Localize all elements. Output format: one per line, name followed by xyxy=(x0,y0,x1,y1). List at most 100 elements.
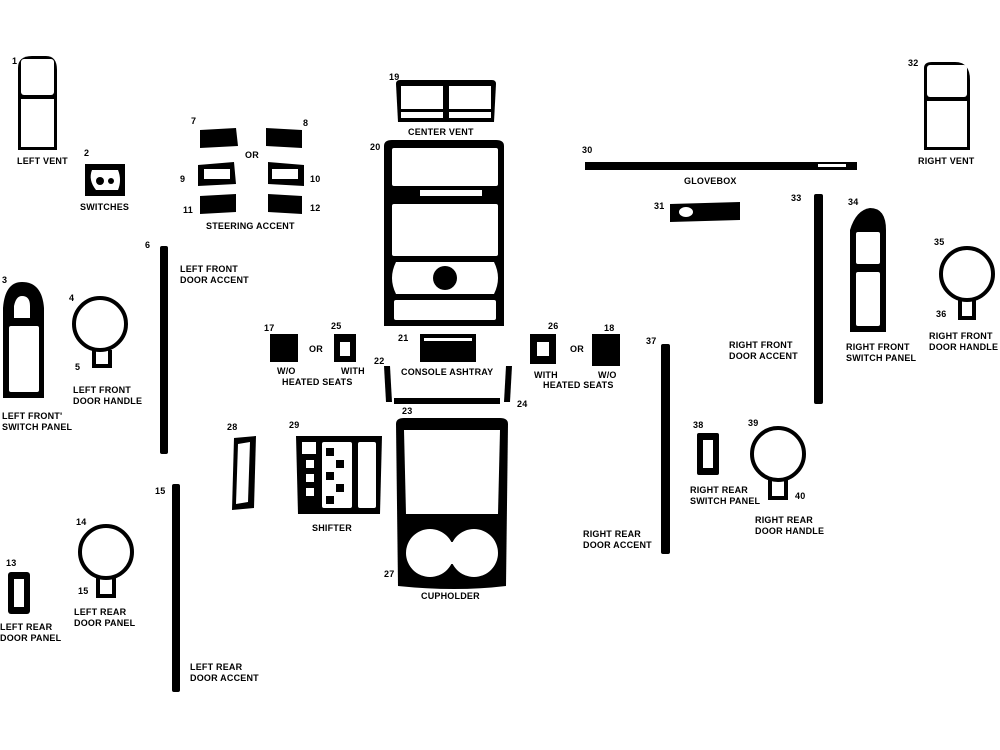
label-heated-seats-right: HEATED SEATS xyxy=(543,380,614,390)
console-rail-pieces xyxy=(384,366,512,404)
part-number-9: 9 xyxy=(180,174,186,184)
part-number-30: 30 xyxy=(582,145,593,155)
label-right-rear-door-accent: RIGHT REAR DOOR ACCENT xyxy=(583,529,652,550)
part-number-21: 21 xyxy=(398,333,409,343)
right-rear-door-accent-piece xyxy=(661,344,670,554)
label-heated-seats-left: HEATED SEATS xyxy=(282,377,353,387)
part-number-24: 24 xyxy=(517,399,528,409)
label-left-rear-door-accent: LEFT REAR DOOR ACCENT xyxy=(190,662,259,683)
part-number-32: 32 xyxy=(908,58,919,68)
right-rear-switch-panel-piece xyxy=(697,433,719,475)
with-heated-seats-left-piece xyxy=(334,334,356,362)
left-rear-door-handle-piece xyxy=(78,524,134,598)
switches-piece xyxy=(85,164,125,196)
part-number-13: 13 xyxy=(6,558,17,568)
steering-accent-pieces xyxy=(198,128,304,214)
with-heated-seats-right-piece xyxy=(530,334,556,364)
part-number-33: 33 xyxy=(791,193,802,203)
label-glovebox: GLOVEBOX xyxy=(684,176,737,186)
label-right-vent: RIGHT VENT xyxy=(918,156,975,166)
center-stack-piece xyxy=(384,140,504,326)
label-with-heated-left: WITH xyxy=(341,366,365,376)
label-right-front-switch-panel: RIGHT FRONT SWITCH PANEL xyxy=(846,342,917,363)
part-number-3: 3 xyxy=(2,275,8,285)
part-number-37: 37 xyxy=(646,336,657,346)
part-number-15-handle: 15 xyxy=(78,586,89,596)
label-or-left-seats: OR xyxy=(309,344,323,354)
label-left-front-door-accent: LEFT FRONT DOOR ACCENT xyxy=(180,264,249,285)
right-front-switch-panel-piece xyxy=(850,208,886,332)
label-left-front-door-handle: LEFT FRONT DOOR HANDLE xyxy=(73,385,143,406)
right-front-door-handle-piece xyxy=(939,246,995,320)
part-number-7: 7 xyxy=(191,116,197,126)
right-rear-door-handle-piece xyxy=(750,426,806,500)
part-number-14: 14 xyxy=(76,517,87,527)
label-cupholder: CUPHOLDER xyxy=(421,591,480,601)
part-number-18: 18 xyxy=(604,323,615,333)
label-console-ashtray: CONSOLE ASHTRAY xyxy=(401,367,494,377)
glovebox-piece xyxy=(585,162,857,170)
label-left-vent: LEFT VENT xyxy=(17,156,68,166)
shifter-side-trim-piece xyxy=(232,436,256,510)
label-with-heated-right: WITH xyxy=(534,370,558,380)
glovebox-latch-piece xyxy=(670,202,740,222)
part-number-4: 4 xyxy=(69,293,75,303)
console-ashtray-piece xyxy=(420,334,476,362)
left-front-door-handle-piece xyxy=(72,296,128,368)
label-right-rear-door-handle: RIGHT REAR DOOR HANDLE xyxy=(755,515,825,536)
center-vent-piece xyxy=(396,80,496,122)
left-vent-piece xyxy=(18,56,57,150)
label-switches: SWITCHES xyxy=(80,202,130,212)
label-left-rear-door-panel-14: LEFT REAR DOOR PANEL xyxy=(74,607,136,628)
part-number-35: 35 xyxy=(934,237,945,247)
part-number-5: 5 xyxy=(75,362,81,372)
label-left-front-switch-panel: LEFT FRONT' SWITCH PANEL xyxy=(2,411,73,432)
label-or-steering: OR xyxy=(245,150,259,160)
cupholder-piece xyxy=(396,418,508,589)
part-number-2: 2 xyxy=(84,148,90,158)
part-number-28: 28 xyxy=(227,422,238,432)
part-number-27: 27 xyxy=(384,569,395,579)
part-number-6: 6 xyxy=(145,240,151,250)
part-number-10: 10 xyxy=(310,174,321,184)
left-front-switch-panel-piece xyxy=(3,282,44,398)
label-steering-accent: STEERING ACCENT xyxy=(206,221,295,231)
part-number-38: 38 xyxy=(693,420,704,430)
left-front-door-accent-piece xyxy=(160,246,168,454)
shifter-piece xyxy=(296,436,382,514)
label-left-rear-door-panel-13: LEFT REAR DOOR PANEL xyxy=(0,622,62,643)
part-number-39: 39 xyxy=(748,418,759,428)
label-center-vent: CENTER VENT xyxy=(408,127,474,137)
part-number-22: 22 xyxy=(374,356,385,366)
part-number-29: 29 xyxy=(289,420,300,430)
part-number-11: 11 xyxy=(183,205,193,215)
wo-heated-seats-right-piece xyxy=(592,334,620,366)
part-number-26: 26 xyxy=(548,321,559,331)
label-shifter: SHIFTER xyxy=(312,523,352,533)
label-right-rear-switch-panel: RIGHT REAR SWITCH PANEL xyxy=(690,485,761,506)
part-number-23: 23 xyxy=(402,406,413,416)
right-vent-piece xyxy=(924,62,970,150)
wo-heated-seats-left-piece xyxy=(270,334,298,362)
left-rear-door-accent-piece xyxy=(172,484,180,692)
left-rear-door-panel-piece xyxy=(8,572,30,614)
part-number-15-accent: 15 xyxy=(155,486,166,496)
part-number-1: 1 xyxy=(12,56,18,66)
part-number-34: 34 xyxy=(848,197,859,207)
label-right-front-door-handle: RIGHT FRONT DOOR HANDLE xyxy=(929,331,999,352)
part-number-19: 19 xyxy=(389,72,400,82)
part-number-20: 20 xyxy=(370,142,381,152)
part-number-17: 17 xyxy=(264,323,275,333)
label-wo-heated-right: W/O xyxy=(598,370,617,380)
right-front-door-accent-piece xyxy=(814,194,823,404)
part-number-25: 25 xyxy=(331,321,342,331)
label-wo-heated-left: W/O xyxy=(277,366,296,376)
part-number-12: 12 xyxy=(310,203,321,213)
part-number-31: 31 xyxy=(654,201,665,211)
part-number-40: 40 xyxy=(795,491,806,501)
part-number-8: 8 xyxy=(303,118,309,128)
part-number-36: 36 xyxy=(936,309,947,319)
label-right-front-door-accent: RIGHT FRONT DOOR ACCENT xyxy=(729,340,798,361)
label-or-right-seats: OR xyxy=(570,344,584,354)
